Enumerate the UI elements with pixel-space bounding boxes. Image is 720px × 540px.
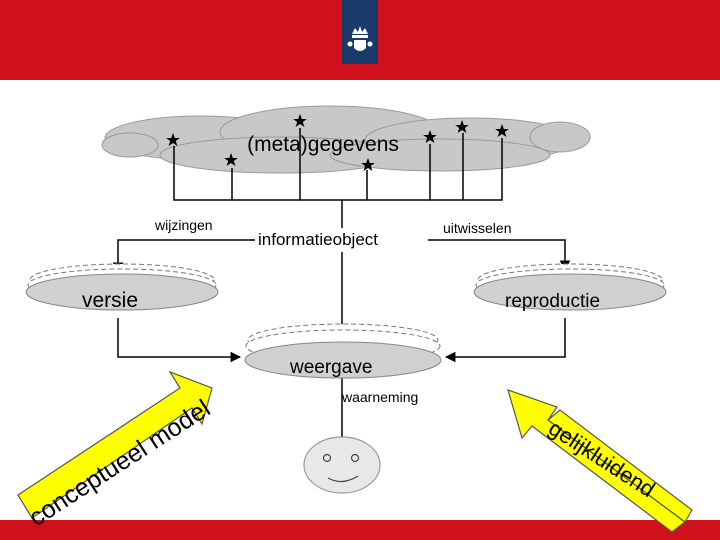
metadata-connectors	[173, 128, 503, 228]
observer-face-icon	[303, 436, 381, 494]
cloud-label: (meta)gegevens	[247, 133, 399, 156]
metadata-cloud	[101, 105, 591, 174]
label-waarneming: waarneming	[341, 389, 418, 405]
reproductie-node	[473, 263, 667, 311]
bottom-banner	[0, 520, 720, 540]
label-versie: versie	[82, 289, 138, 312]
flow-arrows	[112, 239, 571, 452]
versie-node	[25, 263, 219, 311]
label-weergave: weergave	[289, 357, 372, 378]
label-gelijkluidend: gelijkluidend	[544, 415, 659, 502]
label-informatieobject: informatieobject	[258, 230, 378, 249]
label-conceptueel-model: conceptueel model	[24, 394, 215, 532]
logo-bar	[342, 0, 378, 64]
weergave-node	[244, 323, 442, 379]
star-icons	[166, 114, 509, 171]
star-icon	[455, 120, 469, 133]
star-icon	[293, 114, 307, 127]
conceptueel-model-arrow	[17, 370, 213, 519]
star-icon	[224, 153, 238, 166]
gelijkluidend-arrow	[507, 389, 693, 533]
label-reproductie: reproductie	[505, 291, 600, 312]
star-icon	[166, 133, 180, 146]
star-icon	[495, 124, 509, 137]
star-icon	[423, 130, 437, 143]
star-icon	[361, 158, 375, 171]
label-uitwisselen: uitwisselen	[443, 220, 511, 236]
crown-seal-icon	[347, 26, 373, 51]
label-wijzingen: wijzingen	[154, 217, 213, 233]
